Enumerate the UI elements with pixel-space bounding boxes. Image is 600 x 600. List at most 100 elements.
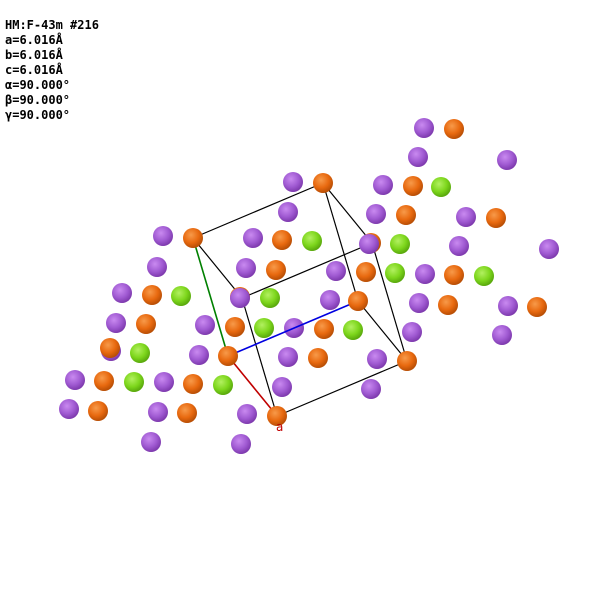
green-atom (385, 263, 405, 283)
green-atom (171, 286, 191, 306)
orange-atom (396, 205, 416, 225)
cell-edge (357, 300, 408, 362)
orange-atom (527, 297, 547, 317)
cell-edge (322, 182, 373, 244)
green-atom (431, 177, 451, 197)
angle-gamma-label: γ=90.000° (5, 108, 71, 122)
orange-atom (218, 346, 238, 366)
purple-atom (373, 175, 393, 195)
axis-a-line (227, 355, 278, 417)
orange-atom (94, 371, 114, 391)
orange-atom (444, 119, 464, 139)
purple-atom (154, 372, 174, 392)
purple-atom (147, 257, 167, 277)
orange-atom (403, 176, 423, 196)
green-atom (260, 288, 280, 308)
atoms-back-layer (59, 118, 559, 454)
green-atom (390, 234, 410, 254)
purple-atom (106, 313, 126, 333)
orange-atom (266, 260, 286, 280)
orange-atom (183, 228, 203, 248)
green-atom (130, 343, 150, 363)
orange-atom (272, 230, 292, 250)
purple-atom (492, 325, 512, 345)
purple-atom (366, 204, 386, 224)
purple-atom (243, 228, 263, 248)
purple-atom (361, 379, 381, 399)
purple-atom (414, 118, 434, 138)
cell-edge (322, 182, 359, 302)
cell-edge (241, 297, 278, 417)
purple-atom (230, 288, 250, 308)
purple-atom (539, 239, 559, 259)
orange-atom (486, 208, 506, 228)
angle-beta-label: β=90.000° (5, 93, 71, 107)
green-atom (343, 320, 363, 340)
purple-atom (112, 283, 132, 303)
orange-atom (308, 348, 328, 368)
cell-info-panel: HM:F-43m #216 a=6.016Å b=6.016Å c=6.016Å… (5, 18, 99, 123)
purple-atom (359, 234, 379, 254)
lattice-a-label: a=6.016Å (5, 33, 63, 47)
purple-atom (237, 404, 257, 424)
orange-atom (314, 319, 334, 339)
lattice-c-label: c=6.016Å (5, 63, 63, 77)
purple-atom (326, 261, 346, 281)
orange-atom (444, 265, 464, 285)
orange-atom (267, 406, 287, 426)
purple-atom (272, 377, 292, 397)
purple-atom (456, 207, 476, 227)
green-atom (213, 375, 233, 395)
orange-atom (225, 317, 245, 337)
purple-atom (409, 293, 429, 313)
cell-edge (192, 237, 243, 299)
purple-atom (320, 290, 340, 310)
orange-atom (142, 285, 162, 305)
orange-atom (177, 403, 197, 423)
green-atom (254, 318, 274, 338)
purple-atom (65, 370, 85, 390)
purple-atom (148, 402, 168, 422)
axis-b-line (192, 237, 229, 357)
purple-atom (189, 345, 209, 365)
green-atom (474, 266, 494, 286)
orange-atom (356, 262, 376, 282)
purple-atom (231, 434, 251, 454)
orange-atom (136, 314, 156, 334)
orange-atom (348, 291, 368, 311)
purple-atom (236, 258, 256, 278)
cell-edge (371, 242, 408, 362)
purple-atom (278, 347, 298, 367)
unit-cell (192, 182, 408, 417)
purple-atom (278, 202, 298, 222)
cell-edge (276, 360, 408, 417)
axis-a-label: a (276, 420, 283, 434)
purple-atom (415, 264, 435, 284)
space-group-label: HM:F-43m #216 (5, 18, 99, 32)
purple-atom (408, 147, 428, 167)
purple-atom (153, 226, 173, 246)
purple-atom (402, 322, 422, 342)
green-atom (302, 231, 322, 251)
purple-atom (59, 399, 79, 419)
purple-atom (283, 172, 303, 192)
orange-atom (88, 401, 108, 421)
purple-atom (498, 296, 518, 316)
cell-edge (241, 242, 373, 299)
orange-atom (100, 338, 120, 358)
orange-atom (438, 295, 458, 315)
cell-edge (192, 182, 324, 239)
purple-atom (497, 150, 517, 170)
green-atom (124, 372, 144, 392)
purple-atom (141, 432, 161, 452)
orange-atom (313, 173, 333, 193)
angle-alpha-label: α=90.000° (5, 78, 71, 92)
orange-atom (397, 351, 417, 371)
purple-atom (367, 349, 387, 369)
purple-atom (449, 236, 469, 256)
lattice-b-label: b=6.016Å (5, 48, 63, 62)
purple-atom (195, 315, 215, 335)
atoms-front-layer (183, 173, 417, 426)
axis-c-line (227, 300, 359, 357)
